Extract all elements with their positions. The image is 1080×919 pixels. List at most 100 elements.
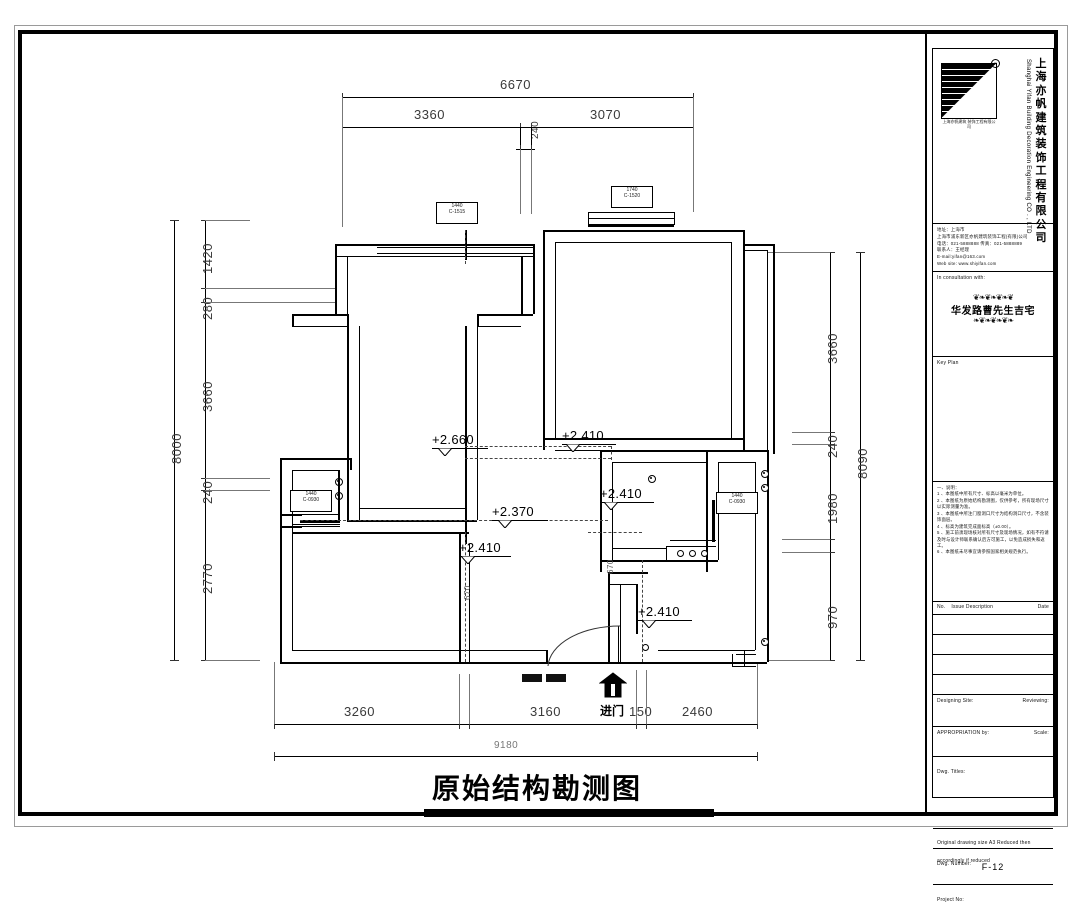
window-tag-top-right-line1: 1740 [626,187,638,193]
window-tag-east: 1440 C-0930 [716,492,758,514]
notes-section: 一、说明： 1 、本图纸中所有尺寸、标高以毫米为单位。 2 、本图纸为原始结构勘… [933,482,1053,602]
elevation-value-kitchen: +2.410 [600,486,642,501]
elevation-value-entry: +2.410 [638,604,680,619]
dash-ref-1 [465,446,611,447]
dim-top-overall: 6670 [500,77,531,92]
approved-label: APPROPRIATION by: [937,730,990,736]
dim-bottom-seg-1: 3260 [344,704,375,719]
client-header: In consultation with: [937,275,986,281]
ornament-top: ❦❧❦❧❦❧❦ [973,293,1014,302]
company-logo-icon [941,63,997,119]
company-name-cn: 上海亦帆建筑装饰工程有限公司 [1035,57,1047,245]
window-tag-west: 1440 C-0930 [290,490,332,512]
revision-header: No. Issue Description Date [933,602,1053,615]
dim-door-left: 670 [463,585,472,600]
designer-section: Designing Site: Reviewing: [933,695,1053,727]
elevation-value-bedroom: +2.410 [562,428,604,443]
dim-left-seg-3: 3660 [200,381,215,412]
elevation-tag-kitchen: +2.410 [600,486,654,510]
elevation-value-hall: +2.370 [492,504,534,519]
dim-right-seg-4: 970 [825,605,840,629]
elevation-value-living: +2.660 [432,432,474,447]
dim-right-overall: 8090 [855,448,870,479]
elevation-tag-entry: +2.410 [638,604,692,628]
dim-bottom-seg-4: 2460 [682,704,713,719]
revision-row[interactable] [933,675,1053,695]
revision-col-desc: Issue Description [951,604,994,610]
address-section: 地址：上海市 上海市浦东新区亦帆建筑装饰工程(有限)公司 电话：021-5888… [933,224,1053,272]
dwg-title-label: Dwg. Titles: [937,769,966,775]
original-scale-note: Original drawing size A3 Reduced then ac… [937,840,1031,864]
dash-ref-5 [465,532,466,662]
dash-ref-3 [338,520,608,521]
client-banner: ❦❧❦❧❦❧❦ 华发路曹先生吉宅 ❧❦❧❦❧❦❧ [940,294,1046,325]
dash-ref-2 [465,458,611,459]
dim-right-seg-1: 3660 [825,333,840,364]
dim-bottom-seg-2: 3160 [530,704,561,719]
dash-ref-7 [588,532,642,533]
elevation-tag-bedroom: +2.410 [562,428,616,452]
elevation-tag-corridor: +2.410 [459,540,511,564]
dash-ref-9 [300,520,340,521]
dash-ref-6 [642,560,643,662]
reviewing-label: Reviewing: [1022,698,1049,704]
original-scale-note-section: Original drawing size A3 Reduced then ac… [933,829,1053,864]
dwg-title-section: Dwg. Titles: [933,757,1053,829]
window-tag-top-right-line2: C-1520 [623,192,641,199]
project-number-section: Project No: [933,885,1053,919]
client-section: In consultation with: ❦❧❦❧❦❧❦ 华发路曹先生吉宅 ❧… [933,272,1053,357]
dim-left-seg-1: 1420 [200,243,215,274]
dim-top-seg-1: 3360 [414,107,445,122]
window-tag-east-line1: 1440 [731,493,743,499]
address-text: 地址：上海市 上海市浦东新区亦帆建筑装饰工程(有限)公司 电话：021-5888… [937,227,1028,267]
revision-row[interactable] [933,635,1053,655]
dash-ref-8 [465,230,466,264]
elevation-tag-living: +2.660 [432,432,488,456]
window-tag-top-left-line2: C-1515 [448,208,466,215]
logo-caption: 上海亦帆建筑 装饰工程有限公司 [942,119,996,130]
window-tag-west-line1: 1440 [305,491,317,497]
revision-row[interactable] [933,615,1053,635]
revision-col-date: Date [1037,604,1049,610]
window-tag-top-left-line1: 1440 [451,203,463,209]
designer-label: Designing Site: [937,698,974,704]
elevation-tag-hall: +2.370 [492,504,548,528]
dim-left-seg-2: 280 [200,296,215,320]
entrance-label: 进门 [600,704,625,718]
drawing-canvas: 6670 3360 3070 240 8000 [22,34,1054,903]
window-tag-west-line2: C-0930 [302,496,320,503]
dim-left-seg-4: 240 [200,480,215,504]
title-underline [424,809,714,814]
drawing-page: 6670 3360 3070 240 8000 [14,25,1068,903]
revision-row[interactable] [933,655,1053,675]
dim-bottom-overall: 9180 [494,740,519,751]
scale-label: Scale: [1033,730,1049,736]
ornament-bottom: ❧❦❧❦❧❦❧ [973,316,1014,325]
company-section: R 上海亦帆建筑 装饰工程有限公司 Shanghai Yifan Buildin… [933,49,1053,244]
revision-col-no: No. [937,604,946,610]
notes-body: 1 、本图纸中所有尺寸、标高以毫米为单位。 2 、本图纸为原始结构勘测图，仅供参… [937,491,1049,555]
dash-ref-4 [611,446,612,460]
client-name: 华发路曹先生吉宅 [951,306,1035,317]
window-tag-top-right: 1740 C-1520 [611,186,653,208]
sheet-inner-border [18,30,1058,816]
door-swing-arc [547,625,621,667]
title-block: R 上海亦帆建筑 装饰工程有限公司 Shanghai Yifan Buildin… [925,34,1054,903]
registered-mark-icon: R [991,59,1000,68]
notes-label: 一、说明： [937,485,960,490]
title-block-frame: R 上海亦帆建筑 装饰工程有限公司 Shanghai Yifan Buildin… [932,48,1054,903]
window-tag-top-left: 1440 C-1515 [436,202,478,224]
approval-section: APPROPRIATION by: Scale: [933,727,1053,757]
dim-right-seg-3: 1980 [825,493,840,524]
key-plan-label: Key Plan [937,360,959,366]
entrance-arrow-icon [599,672,627,698]
dim-left-seg-5: 2770 [200,563,215,594]
title-underline-thin [424,816,714,817]
project-number-label: Project No: [937,897,964,903]
elevation-value-corridor: +2.410 [459,540,501,555]
plan-title: 原始结构勘测图 [432,772,643,805]
dwg-number-section: Dwg. Number: F-12 [933,849,1053,885]
dim-left-overall: 8000 [169,433,184,464]
dim-right-seg-2: 240 [825,434,840,458]
company-name-en: Shanghai Yifan Building Decoration Engin… [1025,59,1031,234]
